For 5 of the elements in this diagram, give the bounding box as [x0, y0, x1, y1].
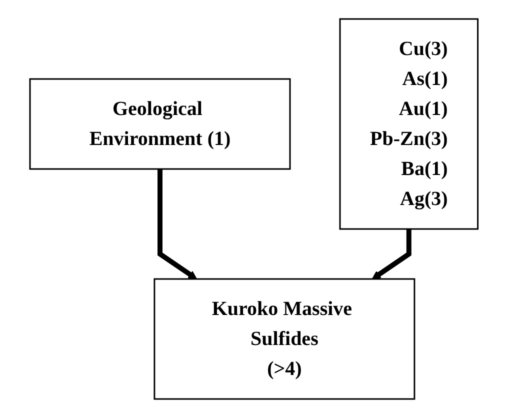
- arrow: [372, 229, 411, 280]
- node-box: Kuroko Massive Sulfides (>4): [153, 278, 415, 400]
- arrow: [157, 169, 197, 280]
- node-box: Cu(3) As(1) Au(1) Pb-Zn(3) Ba(1) Ag(3): [338, 18, 478, 230]
- node-box: Geological Environment (1): [28, 78, 290, 170]
